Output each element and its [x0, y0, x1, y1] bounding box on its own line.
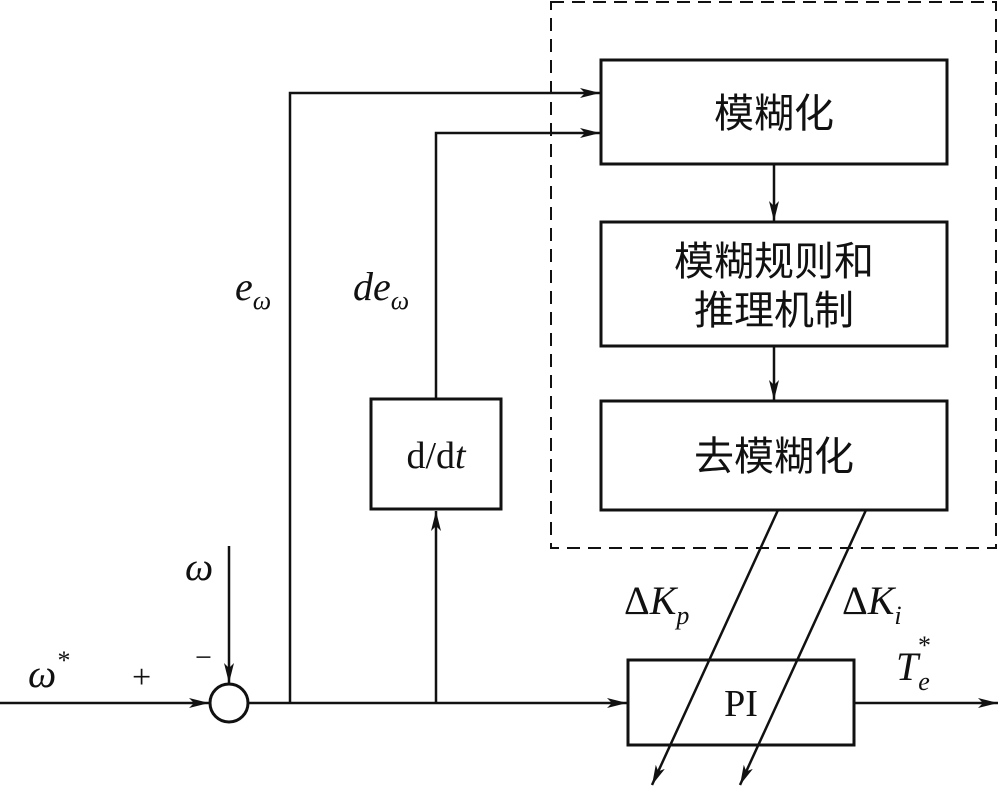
speed-error-derivative-label: deω: [353, 264, 409, 315]
delta-kp-adjust-arrow: [650, 509, 780, 786]
summing-junction: [208, 682, 250, 724]
torque-reference-label: Te*: [896, 631, 930, 696]
rules-label-line1: 模糊规则和: [674, 239, 874, 285]
delta-ki-label: ΔKi: [842, 578, 902, 630]
feedback-speed-label: ω: [185, 544, 213, 589]
fuzzy-rules-inference-block: 模糊规则和 推理机制: [599, 220, 949, 348]
speed-error-label: eω: [235, 264, 271, 315]
derivative-to-fuzzifier-line: [434, 128, 600, 399]
minus-sign: −: [195, 641, 212, 674]
defuzzification-label: 去模糊化: [694, 434, 854, 480]
pi-label: PI: [724, 683, 758, 725]
rules-label-line2: 推理机制: [694, 288, 854, 334]
delta-kp-label: ΔKp: [624, 578, 689, 630]
fuzzy-controller-boundary: [550, 1, 997, 549]
derivative-block: d/dt: [369, 397, 503, 511]
defuzzification-block: 去模糊化: [599, 399, 949, 512]
delta-ki-adjust-arrow: [738, 509, 868, 786]
fuzzification-label: 模糊化: [714, 91, 834, 137]
plus-sign: +: [132, 659, 151, 696]
fuzzification-block: 模糊化: [599, 58, 949, 166]
pi-controller-block: PI: [626, 658, 856, 747]
reference-speed-label: ω*: [28, 646, 69, 696]
derivative-label: d/dt: [406, 435, 467, 477]
error-to-fuzzifier-line: [288, 88, 600, 703]
